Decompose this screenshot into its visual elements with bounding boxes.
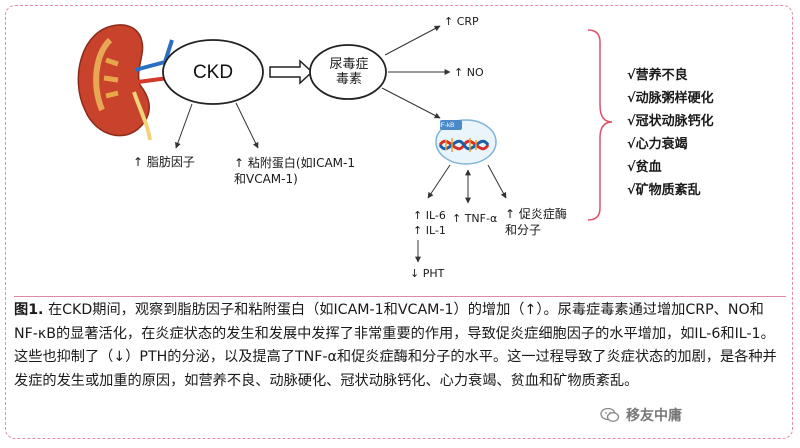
uremic-toxins-label: 尿毒症 毒素 (329, 57, 369, 87)
ckd-label: CKD (193, 62, 233, 83)
adipokines-label: ↑ 脂肪因子 (133, 155, 195, 169)
outcome-item: √动脉粥样硬化 (627, 91, 714, 106)
nfkb-tag: NF-kB (436, 122, 454, 129)
outcomes-bracket (587, 29, 613, 221)
caption-text: 在CKD期间，观察到脂肪因子和粘附蛋白（如ICAM-1和VCAM-1）的增加（↑… (14, 302, 777, 389)
watermark: 移友中庸 (600, 403, 778, 427)
double-arrow (269, 59, 314, 85)
pht-label: ↓ PHT (410, 267, 445, 280)
kidney-illustration (77, 24, 177, 141)
diagram-canvas: CKD NF-kB (77, 24, 613, 263)
adhesion-label: ↑ 粘附蛋白(如ICAM-1 和VCAM-1) (234, 156, 355, 186)
uremic-toxins-node (309, 44, 387, 100)
tnf-label: ↑ TNF-α (452, 212, 498, 225)
outcome-item: √营养不良 (627, 68, 688, 83)
caption-label: 图1. (14, 302, 44, 318)
wechat-icon (600, 407, 620, 422)
outcome-item: √冠状动脉钙化 (627, 114, 714, 129)
nfkb-dna-illustration (435, 119, 497, 165)
outcomes-list: √营养不良 √动脉粥样硬化 √冠状动脉钙化 √心力衰竭 √贫血 √矿物质紊乱 (627, 64, 714, 202)
outcome-item: √心力衰竭 (627, 137, 688, 152)
outcome-item: √矿物质紊乱 (627, 183, 701, 198)
watermark-text: 移友中庸 (626, 408, 682, 424)
outcome-item: √贫血 (627, 160, 662, 175)
interleukins-label: ↑ IL-6 ↑ IL-1 (413, 209, 446, 237)
figure-frame (5, 5, 793, 439)
crp-label: ↑ CRP (444, 15, 479, 28)
ckd-node (162, 39, 264, 105)
enzymes-label: ↑ 促炎症酶 和分子 (505, 207, 567, 237)
no-label: ↑ NO (454, 66, 484, 79)
figure-caption: 图1. 在CKD期间，观察到脂肪因子和粘附蛋白（如ICAM-1和VCAM-1）的… (14, 296, 786, 393)
